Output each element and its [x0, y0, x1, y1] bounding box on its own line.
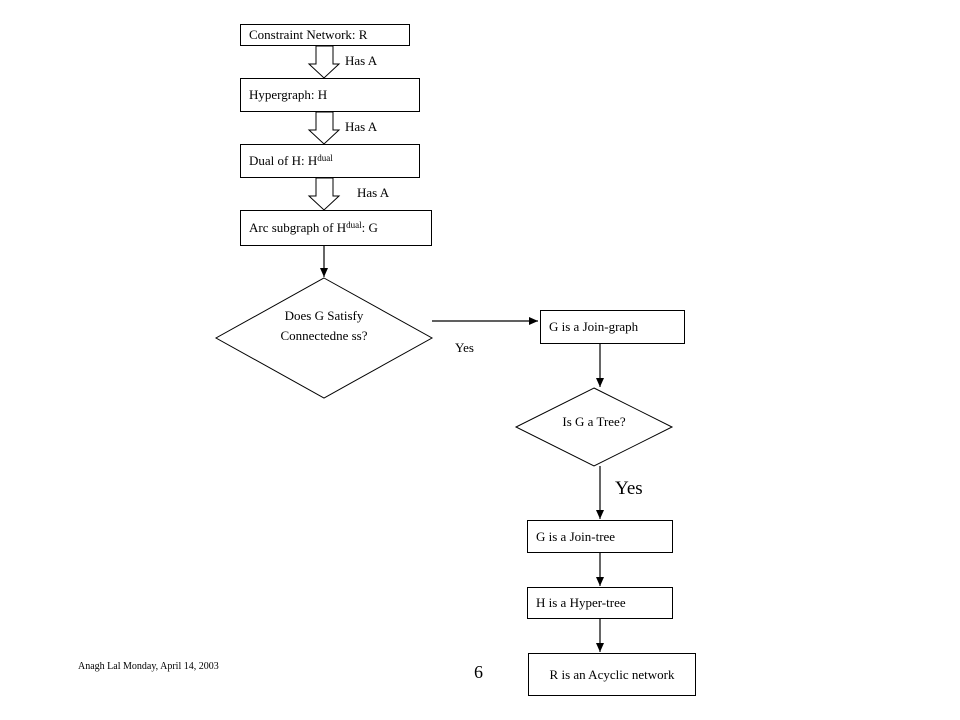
acyclic-text: R is an Acyclic network	[549, 666, 675, 682]
constraint-network-text: Constraint Network: R	[249, 27, 368, 42]
has-a-label-2: Has A	[345, 119, 378, 134]
tree-diamond	[514, 387, 674, 467]
arc-subgraph-text: Arc subgraph of Hdual: G	[249, 220, 378, 236]
tree-question-text: Is G a Tree?	[562, 414, 626, 429]
connectedness-question-text: Does G Satisfy Connectedne ss?	[280, 308, 368, 343]
hyper-tree-text: H is a Hyper-tree	[536, 595, 626, 610]
join-tree-text: G is a Join-tree	[536, 528, 616, 544]
arc-subgraph-box: Arc subgraph of Hdual: G	[240, 210, 432, 246]
has-a-label-1: Has A	[345, 53, 378, 68]
arc-suffix: : G	[361, 220, 378, 235]
yes-label-tree: Yes	[615, 478, 643, 499]
dual-text: Dual of H: Hdual	[249, 153, 333, 169]
has-a-arrow-3	[307, 177, 341, 211]
has-a-label-3: Has A	[357, 185, 390, 200]
footer-author-date: Anagh Lal Monday, April 14, 2003	[78, 661, 219, 672]
dual-box: Dual of H: Hdual	[240, 144, 420, 178]
arc-superscript: dual	[346, 220, 362, 230]
has-a-arrow-1	[307, 45, 341, 79]
join-graph-text: G is a Join-graph	[549, 319, 639, 334]
connectedness-diamond	[214, 277, 434, 399]
join-graph-box: G is a Join-graph	[540, 310, 685, 344]
has-a-arrow-2	[307, 111, 341, 145]
constraint-network-box: Constraint Network: R	[240, 24, 410, 46]
arc-prefix: Arc subgraph of H	[249, 220, 347, 235]
hypergraph-text: Hypergraph: H	[249, 87, 328, 102]
dual-prefix: Dual of H: H	[249, 153, 318, 168]
join-tree-box: G is a Join-tree	[527, 520, 673, 553]
yes-label-connected: Yes	[455, 340, 474, 355]
hyper-tree-box: H is a Hyper-tree	[527, 587, 673, 619]
dual-superscript: dual	[317, 153, 333, 163]
page-number: 6	[474, 662, 483, 682]
hypergraph-box: Hypergraph: H	[240, 78, 420, 112]
acyclic-box: R is an Acyclic network	[528, 653, 696, 696]
